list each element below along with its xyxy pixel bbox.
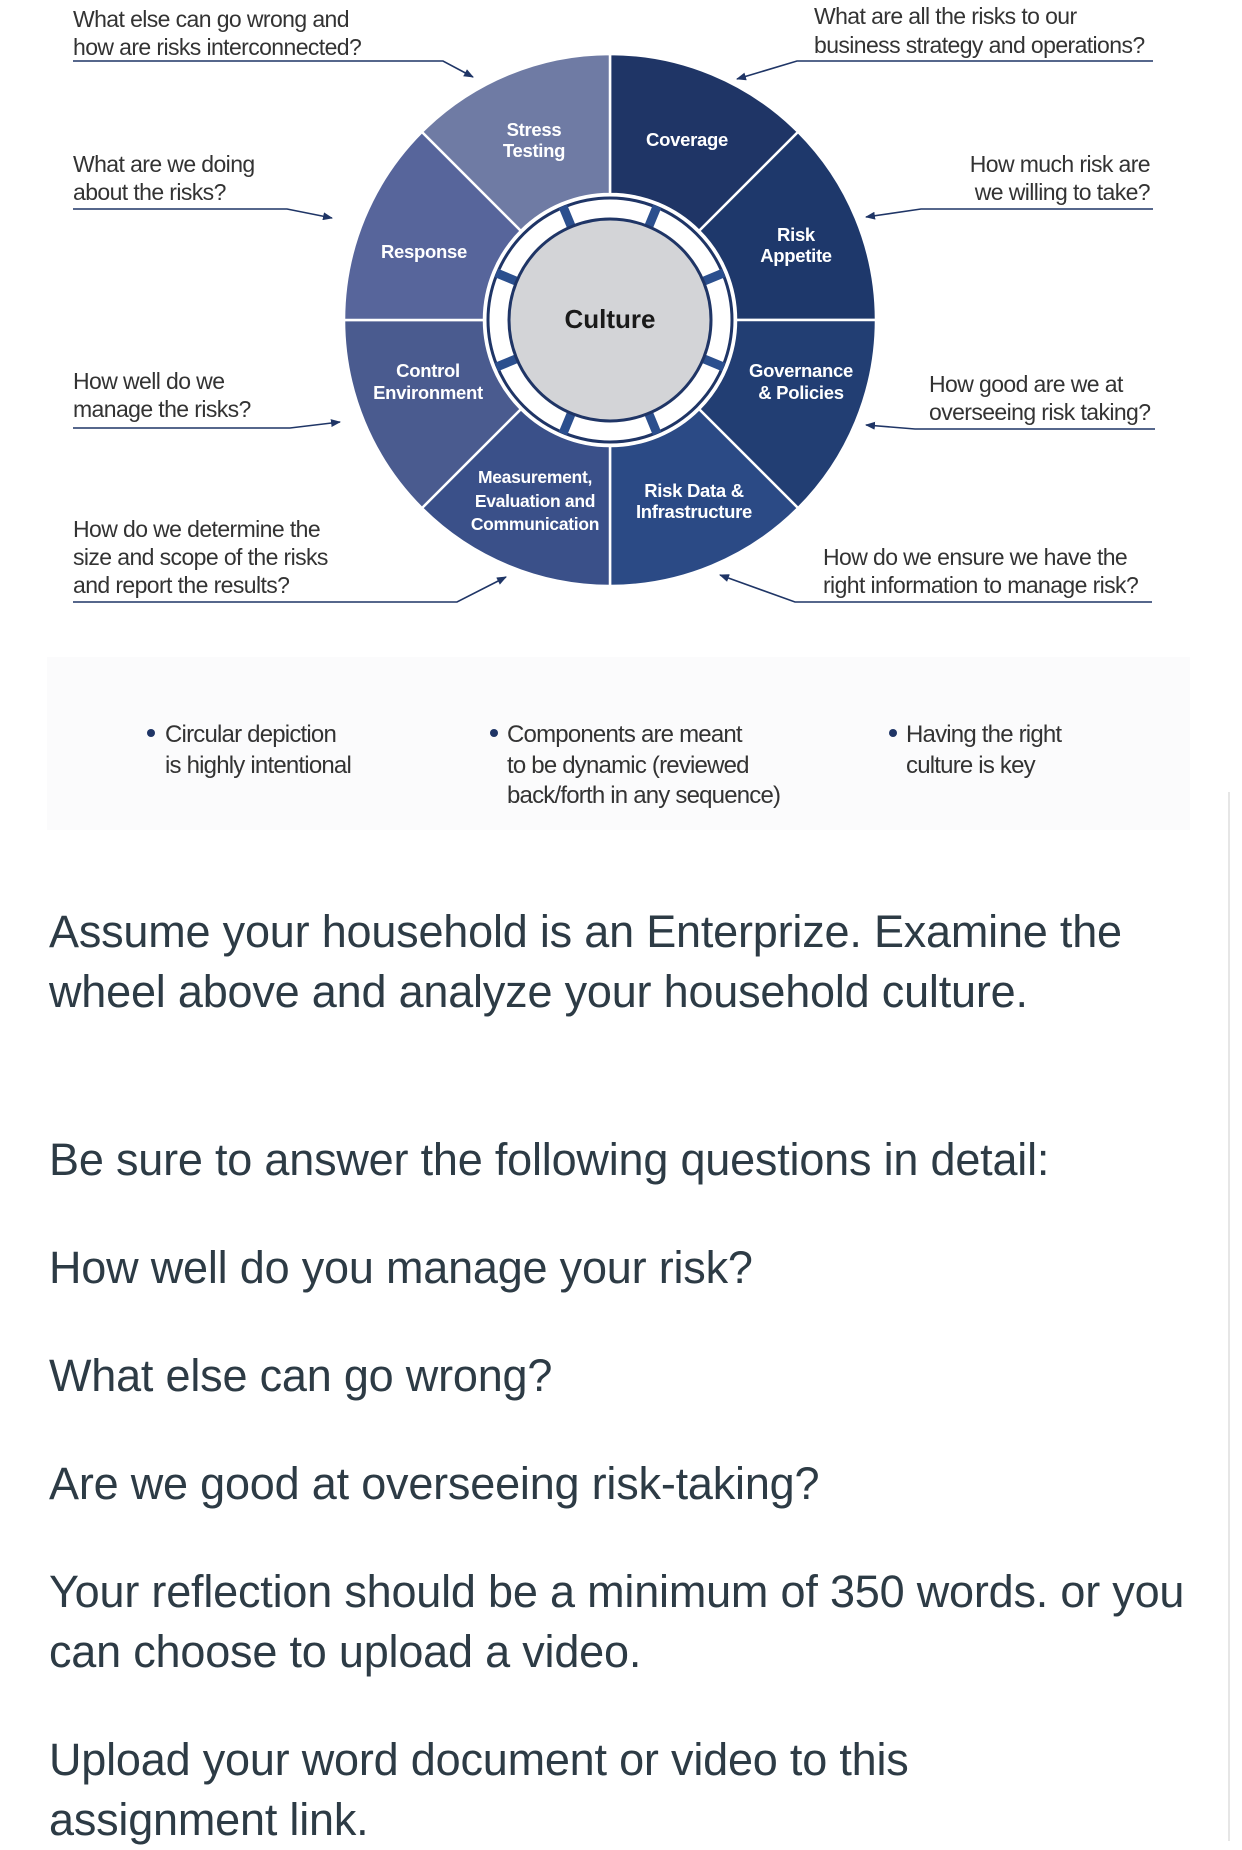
question-overseeing-risk: Are we good at overseeing risk-taking? <box>49 1458 820 1509</box>
segment-control <box>342 318 523 510</box>
ring-spoke <box>643 204 662 231</box>
segment-label-coverage: Coverage <box>646 129 728 150</box>
segment-risk-appetite <box>697 130 878 322</box>
segment-label-governance: Governance& Policies <box>749 360 853 403</box>
ring-spoke <box>699 353 726 372</box>
bullets-panel <box>47 657 1190 830</box>
ring-spoke <box>494 353 521 372</box>
question-what-else: What else can go wrong? <box>49 1350 553 1401</box>
arrow-all-risks <box>736 60 1153 81</box>
assignment-intro: Assume your household is an Enterprize. … <box>49 906 1122 1017</box>
bullet-dot <box>147 729 155 737</box>
upload-instruction: Upload your word document or video to th… <box>49 1734 909 1845</box>
word-requirement: Your reflection should be a minimum of 3… <box>49 1566 1185 1677</box>
bullet-dot <box>889 729 897 737</box>
segment-coverage <box>608 52 800 233</box>
assignment-instruction: Be sure to answer the following question… <box>49 1134 1050 1185</box>
arrow-interconnected <box>73 60 474 78</box>
arrow-overseeing <box>865 421 1155 430</box>
question-manage-risk: How well do you manage your risk? <box>49 1242 753 1293</box>
segment-governance <box>697 318 878 510</box>
scrollbar-track[interactable] <box>1228 792 1230 1841</box>
ring-spoke <box>643 409 662 436</box>
arrow-determine <box>73 576 507 603</box>
ring-spoke <box>558 204 577 231</box>
wheel <box>342 52 878 588</box>
segment-measurement <box>420 407 612 588</box>
ring-spoke <box>699 268 726 287</box>
ring-spoke <box>558 409 577 436</box>
segment-response <box>342 130 523 322</box>
culture-label: Culture <box>565 304 656 334</box>
bullet-dot <box>490 729 498 737</box>
arrow-doing <box>73 208 333 221</box>
culture-circle <box>507 217 713 423</box>
arrow-willing <box>865 208 1153 220</box>
arrow-manage <box>73 419 341 429</box>
segment-stress <box>420 52 612 233</box>
segment-risk-data <box>608 407 800 588</box>
ring-spoke <box>494 268 521 287</box>
arrow-information <box>719 574 1152 603</box>
segment-label-response: Response <box>381 241 467 262</box>
segment-label-risk-data: Risk Data &Infrastructure <box>636 480 752 522</box>
